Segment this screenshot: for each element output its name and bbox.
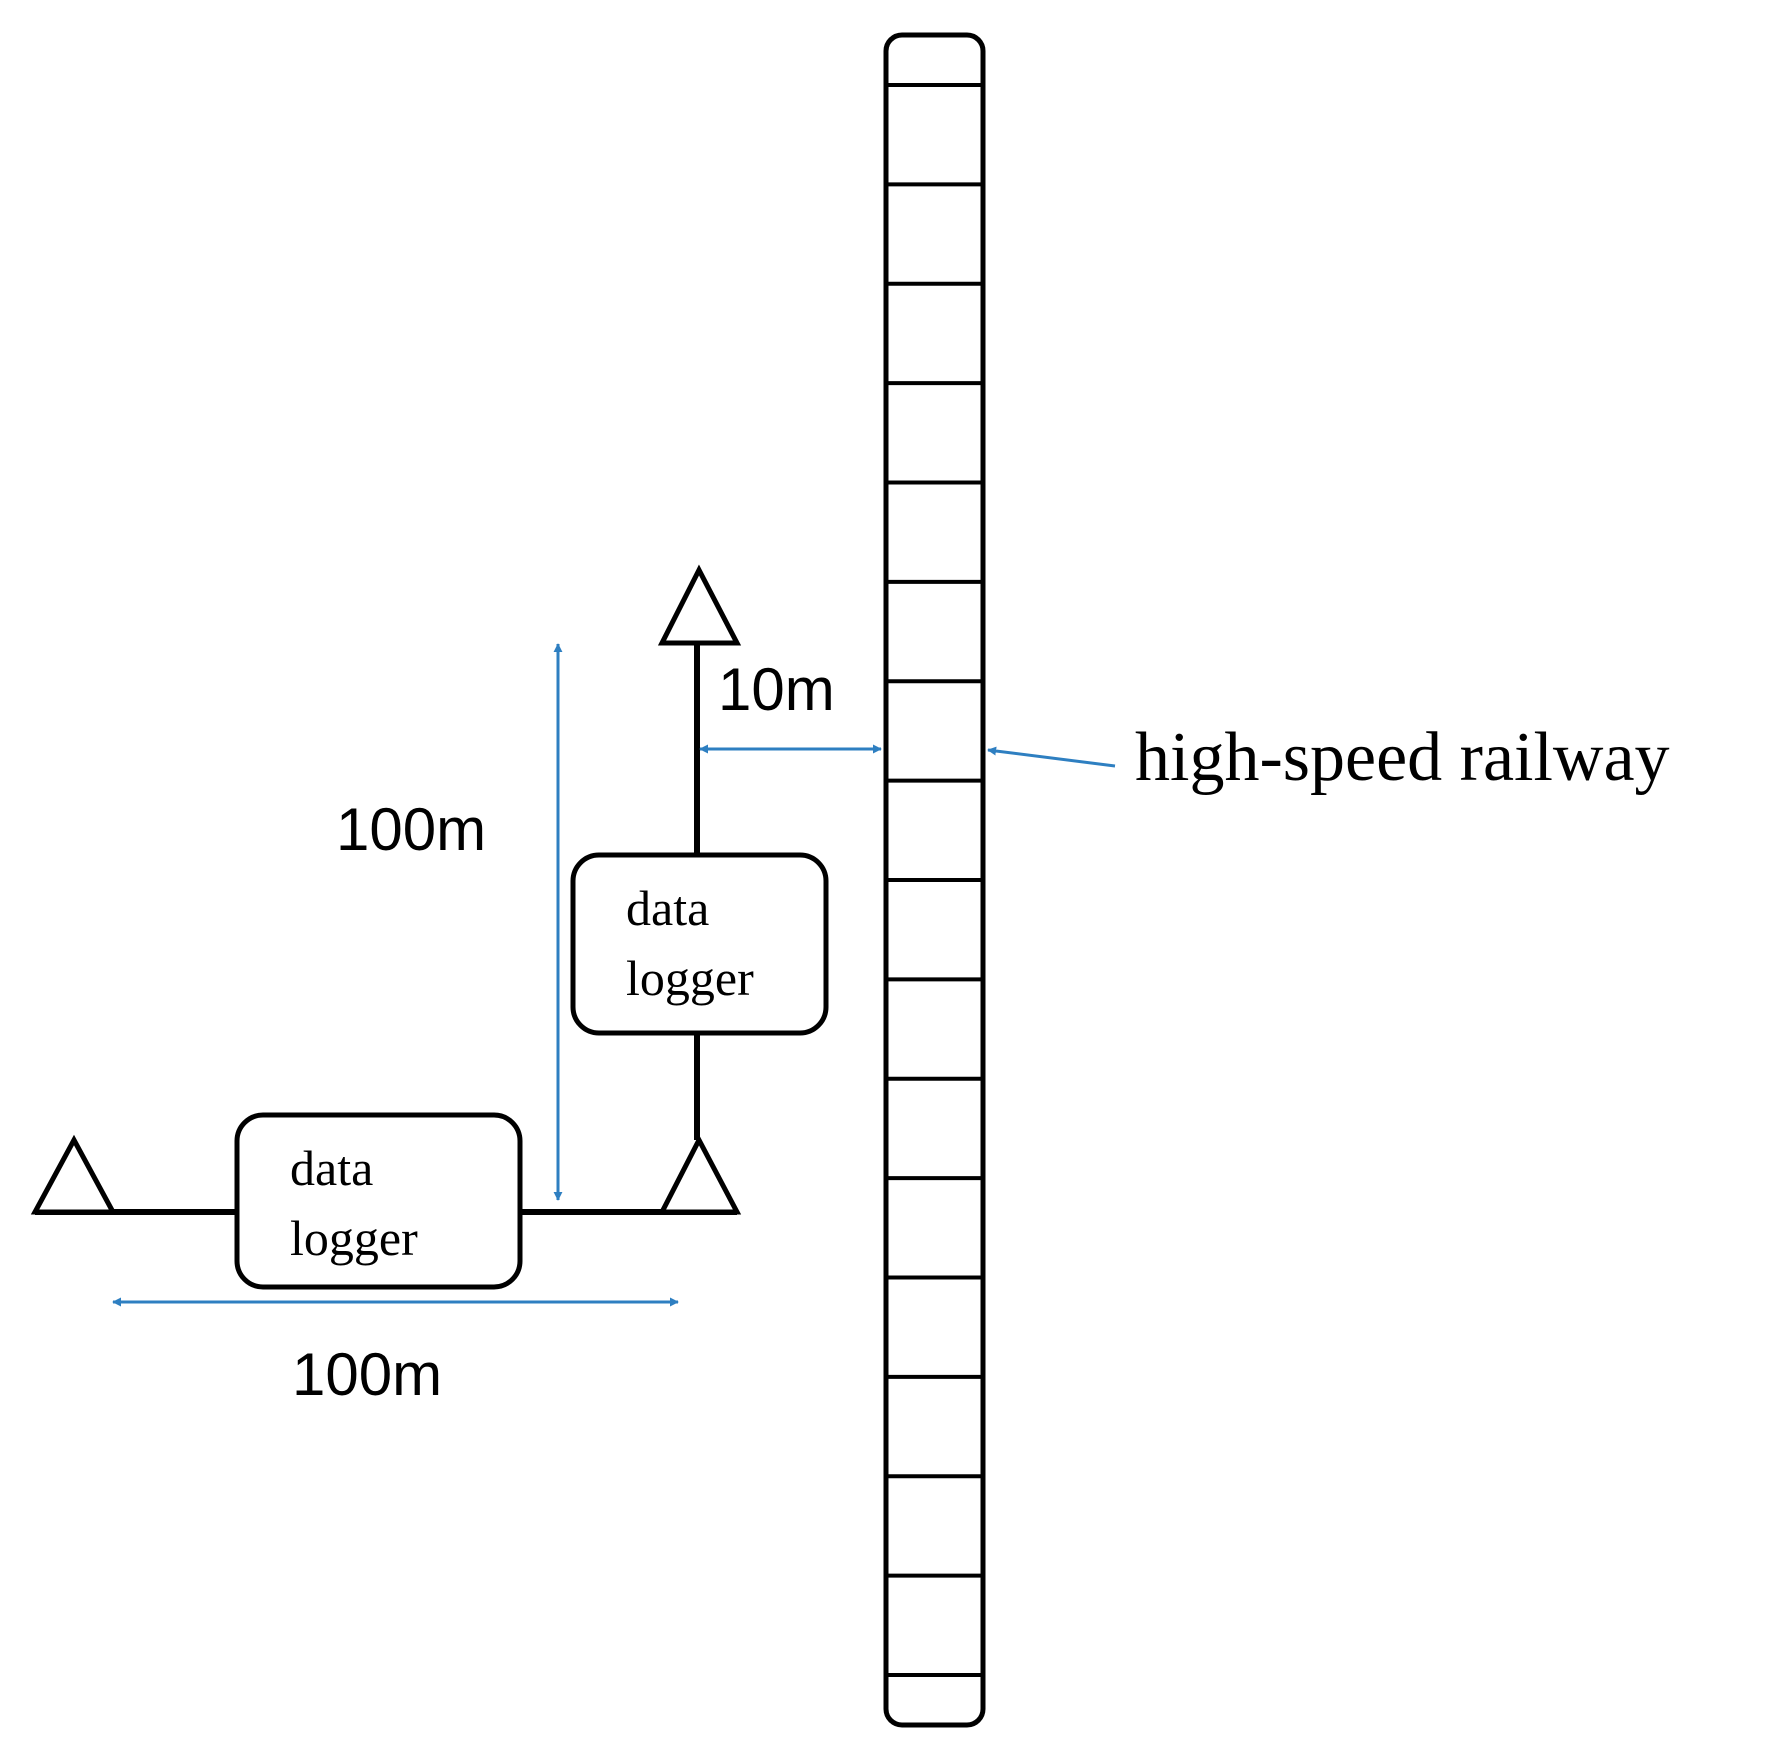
data-logger-label-line2: logger <box>626 950 754 1006</box>
offset-distance-label: 10m <box>718 656 835 723</box>
vertical-distance-label: 100m <box>336 796 486 863</box>
data-logger-label-line1: data <box>626 880 709 936</box>
railway-sleepers <box>886 83 983 1677</box>
railway-pointer-arrow <box>987 746 1116 768</box>
railway-track <box>883 32 986 1728</box>
data-logger-box-horizontal: data logger <box>234 1112 523 1290</box>
railway-label: high-speed railway <box>1135 719 1670 796</box>
data-logger-label-line1: data <box>290 1140 373 1196</box>
horizontal-distance-label: 100m <box>292 1341 442 1408</box>
sensor-triangle-icon <box>30 1134 118 1215</box>
data-logger-box-vertical: data logger <box>570 852 829 1036</box>
sensor-triangle-icon <box>657 564 742 646</box>
sensor-triangle-icon <box>657 1134 742 1215</box>
data-logger-label-line2: logger <box>290 1210 418 1266</box>
